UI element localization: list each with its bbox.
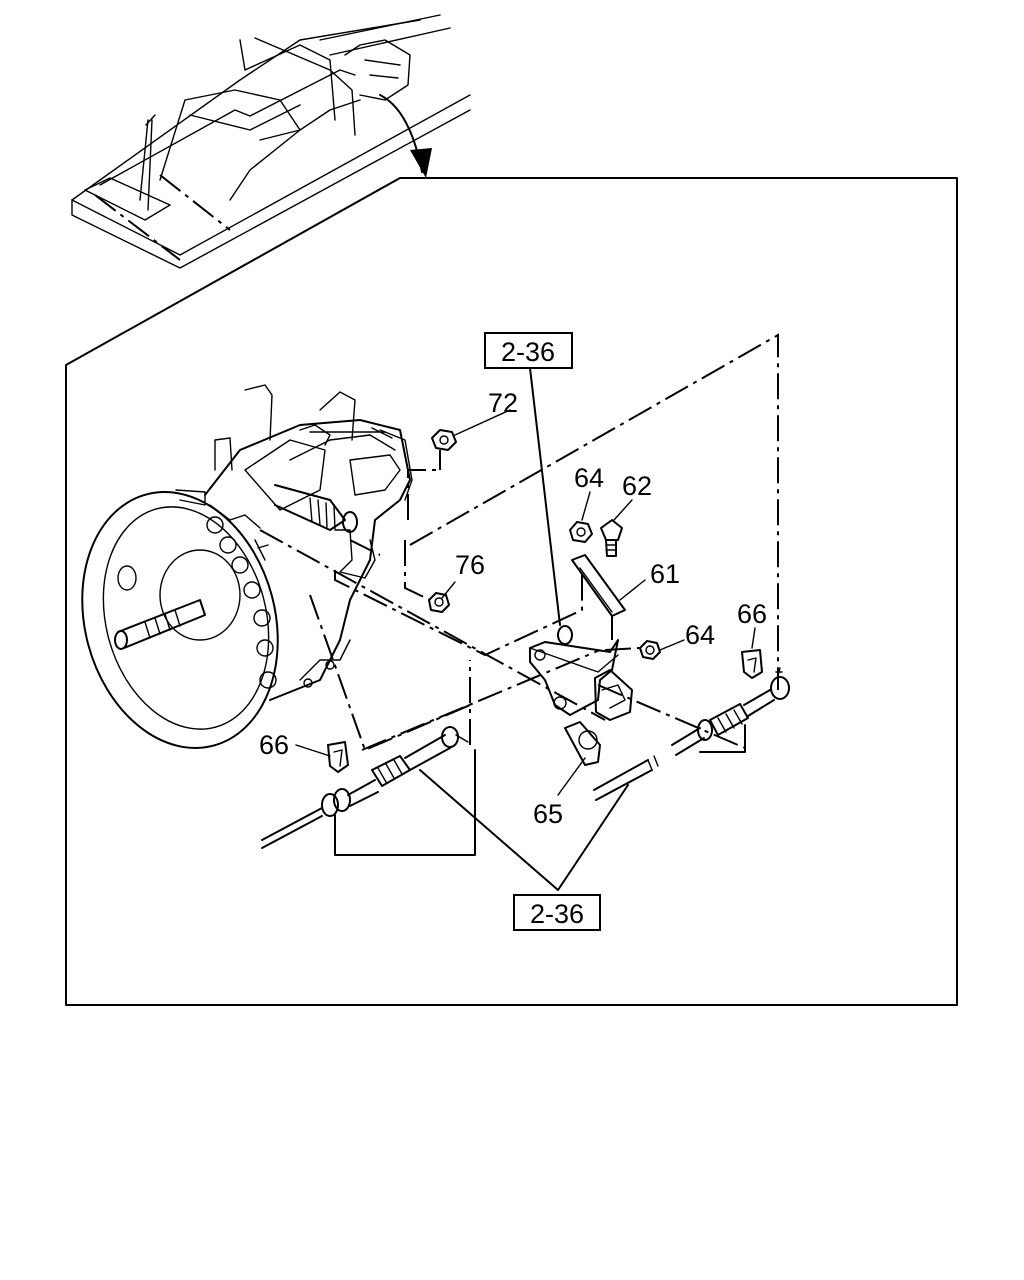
callout-61: 61 bbox=[650, 559, 680, 589]
callout-64-lower: 64 bbox=[685, 620, 715, 650]
nut-64-upper bbox=[569, 521, 593, 543]
shift-cable-left bbox=[261, 726, 469, 849]
svg-text:2-36: 2-36 bbox=[530, 899, 584, 929]
nut-64-lower bbox=[639, 640, 661, 660]
callout-65: 65 bbox=[533, 799, 563, 829]
callout-76: 76 bbox=[455, 550, 485, 580]
vehicle-overview-inset bbox=[71, 14, 471, 269]
select-cable-right bbox=[593, 667, 790, 801]
callout-62: 62 bbox=[622, 471, 652, 501]
clip-66-left bbox=[327, 741, 349, 773]
reference-box-top: 2-36 bbox=[484, 332, 573, 369]
reference-box-bottom: 2-36 bbox=[513, 894, 601, 931]
callout-64-upper: 64 bbox=[574, 463, 604, 493]
svg-text:2-36: 2-36 bbox=[501, 337, 555, 367]
clip-66-right bbox=[741, 649, 763, 679]
callout-72: 72 bbox=[488, 388, 518, 418]
nut-72 bbox=[431, 429, 457, 451]
nut-76 bbox=[428, 592, 450, 613]
detail-frame bbox=[65, 177, 958, 1006]
leader-lines bbox=[295, 367, 756, 891]
callout-66-right: 66 bbox=[737, 599, 767, 629]
assembly-lines bbox=[259, 333, 779, 752]
callout-66-left: 66 bbox=[259, 730, 289, 760]
washer bbox=[557, 625, 573, 645]
bolt-62 bbox=[600, 519, 623, 557]
transmission-assembly bbox=[81, 384, 413, 749]
